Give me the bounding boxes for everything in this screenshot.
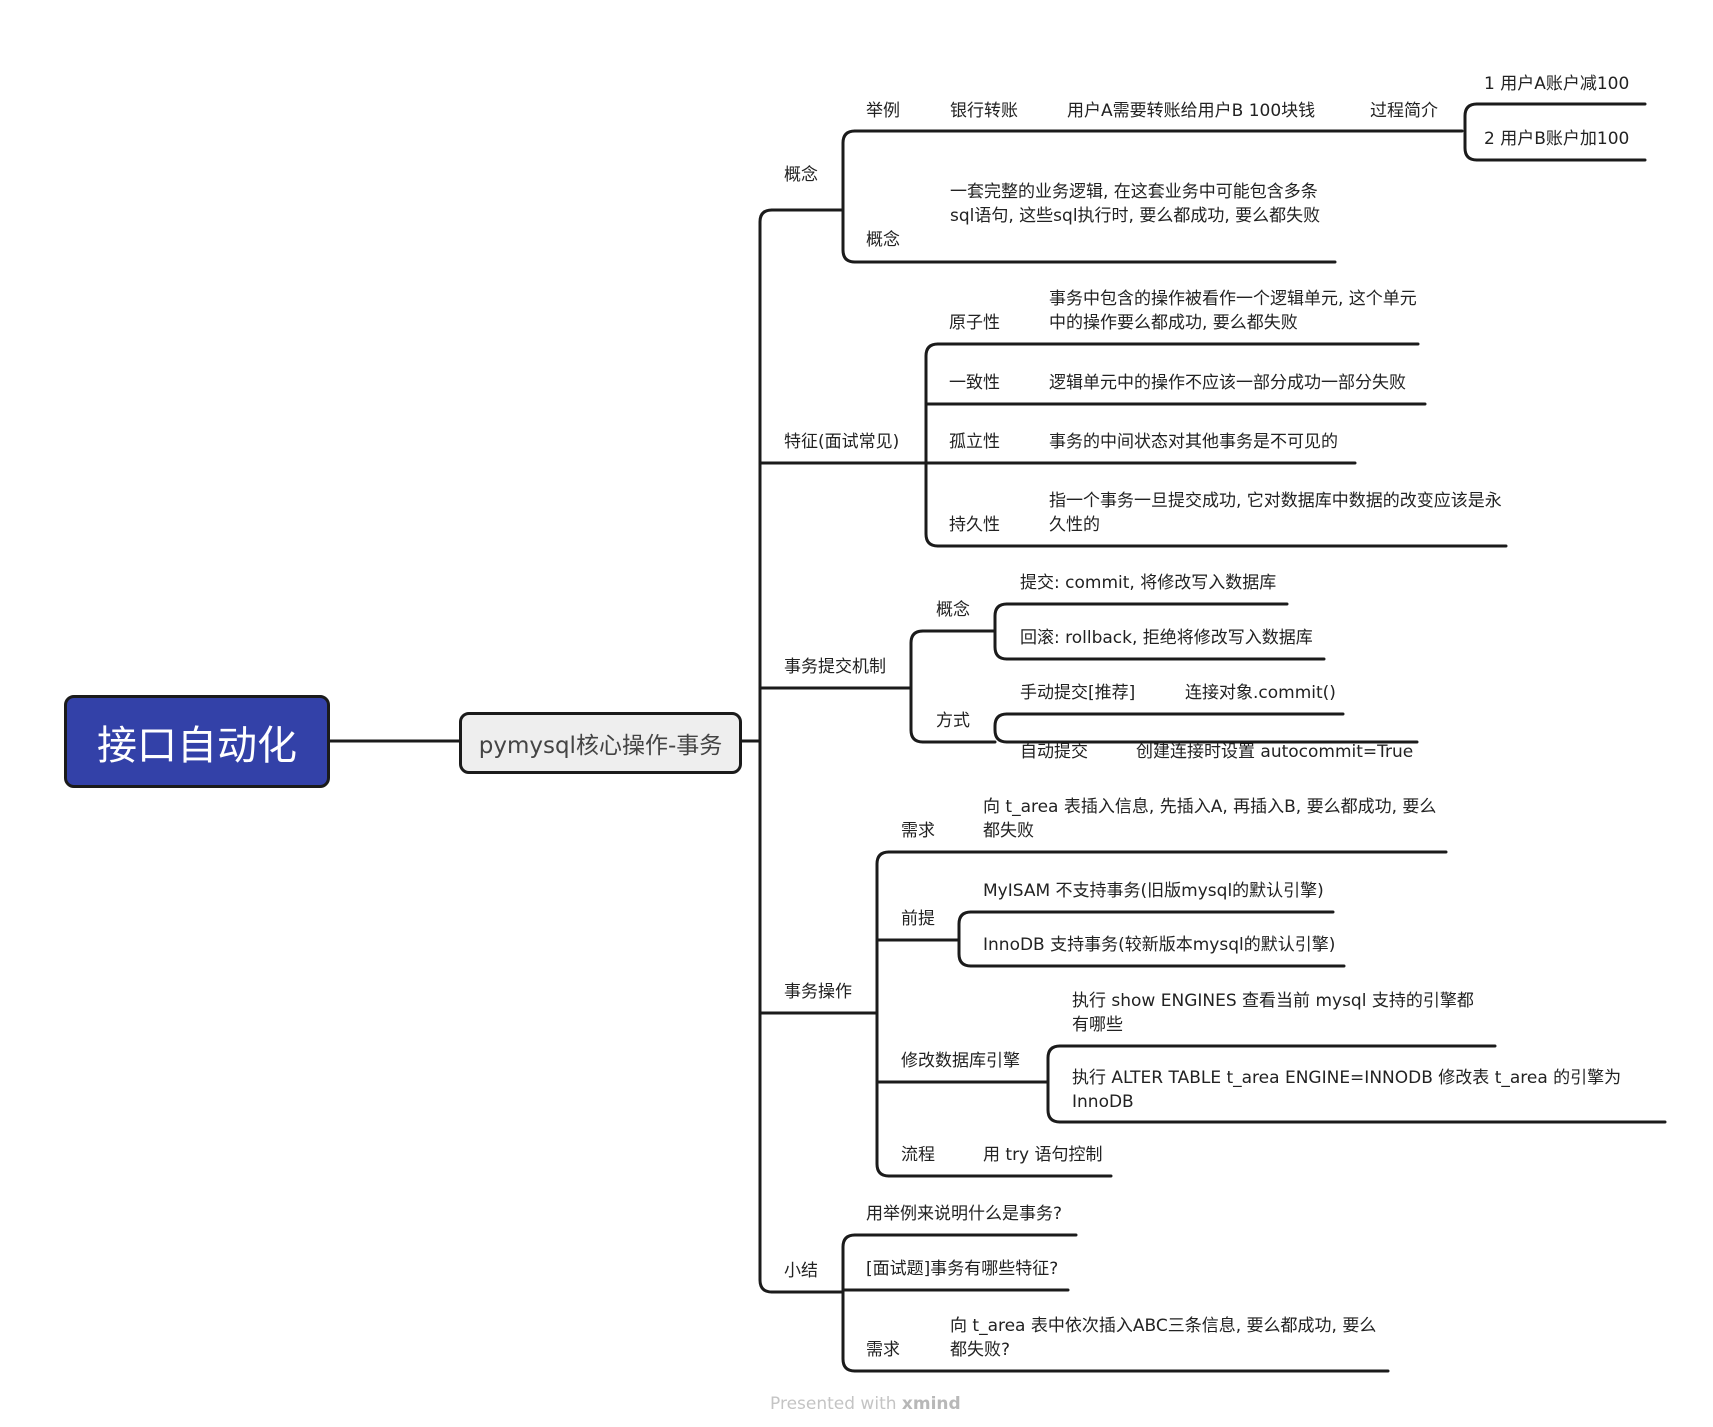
topic-consistency[interactable]: 一致性 (949, 373, 1000, 393)
topic-requirement-text[interactable]: 向 t_area 表插入信息, 先插入A, 再插入B, 要么都成功, 要么都失败 (983, 797, 1437, 841)
xmind-logo-text: xmind (901, 1394, 961, 1414)
topic-transfer-desc[interactable]: 用户A需要转账给用户B 100块钱 (1067, 101, 1316, 121)
footer-watermark: Presented with xmind (770, 1394, 961, 1414)
topic-myisam[interactable]: MyISAM 不支持事务(旧版mysql的默认引擎) (983, 881, 1324, 901)
topic-process-summary[interactable]: 过程简介 (1370, 101, 1438, 121)
topic-innodb[interactable]: InnoDB 支持事务(较新版本mysql的默认引擎) (983, 935, 1336, 955)
topic-atomicity-text[interactable]: 事务中包含的操作被看作一个逻辑单元, 这个单元中的操作要么都成功, 要么都失败 (1049, 289, 1417, 333)
topic-atomicity[interactable]: 原子性 (949, 313, 1000, 333)
topic-bank-transfer[interactable]: 银行转账 (950, 101, 1018, 121)
topic-commit-mode[interactable]: 方式 (936, 711, 970, 731)
main-topic[interactable]: pymysql核心操作-事务 (459, 712, 742, 774)
topic-show-engines[interactable]: 执行 show ENGINES 查看当前 mysql 支持的引擎都有哪些 (1072, 991, 1474, 1035)
topic-concept-definition[interactable]: 概念 (866, 230, 900, 250)
topic-premise[interactable]: 前提 (901, 909, 935, 929)
topic-summary-q1[interactable]: 用举例来说明什么是事务? (866, 1204, 1063, 1224)
topic-flow[interactable]: 流程 (901, 1145, 935, 1165)
topic-manual-commit[interactable]: 手动提交[推荐] (1020, 683, 1136, 703)
topic-alter-engine[interactable]: 执行 ALTER TABLE t_area ENGINE=INNODB 修改表 … (1072, 1068, 1622, 1112)
topic-step-1[interactable]: 1 用户A账户减100 (1484, 74, 1630, 94)
topic-summary-requirement[interactable]: 需求 (866, 1340, 900, 1360)
topic-durability-text[interactable]: 指一个事务一旦提交成功, 它对数据库中数据的改变应该是永久性的 (1049, 491, 1502, 535)
topic-auto-commit-detail[interactable]: 创建连接时设置 autocommit=True (1136, 742, 1414, 762)
topic-concept-definition-text[interactable]: 一套完整的业务逻辑, 在这套业务中可能包含多条sql语句, 这些sql执行时, … (950, 182, 1321, 226)
topic-summary[interactable]: 小结 (784, 1261, 818, 1281)
topic-isolation[interactable]: 孤立性 (949, 432, 1000, 452)
topic-durability[interactable]: 持久性 (949, 515, 1000, 535)
topic-commit-concept[interactable]: 概念 (936, 600, 970, 620)
topic-example[interactable]: 举例 (866, 101, 900, 121)
topic-isolation-text[interactable]: 事务的中间状态对其他事务是不可见的 (1049, 432, 1338, 452)
topic-requirement[interactable]: 需求 (901, 821, 935, 841)
topic-manual-commit-detail[interactable]: 连接对象.commit() (1185, 683, 1336, 703)
topic-change-engine[interactable]: 修改数据库引擎 (901, 1051, 1020, 1071)
topic-auto-commit[interactable]: 自动提交 (1020, 742, 1088, 762)
topic-step-2[interactable]: 2 用户B账户加100 (1484, 129, 1630, 149)
topic-summary-q2[interactable]: [面试题]事务有哪些特征? (866, 1259, 1059, 1279)
footer-presented-text: Presented with (770, 1394, 897, 1414)
topic-concept[interactable]: 概念 (784, 165, 818, 185)
topic-commit[interactable]: 提交: commit, 将修改写入数据库 (1020, 573, 1277, 593)
topic-commit-mechanism[interactable]: 事务提交机制 (784, 657, 886, 677)
topic-consistency-text[interactable]: 逻辑单元中的操作不应该一部分成功一部分失败 (1049, 373, 1406, 393)
root-topic[interactable]: 接口自动化 (64, 695, 330, 788)
topic-features[interactable]: 特征(面试常见) (784, 432, 900, 452)
topic-flow-text[interactable]: 用 try 语句控制 (983, 1145, 1103, 1165)
topic-summary-requirement-text[interactable]: 向 t_area 表中依次插入ABC三条信息, 要么都成功, 要么都失败? (950, 1316, 1377, 1360)
topic-rollback[interactable]: 回滚: rollback, 拒绝将修改写入数据库 (1020, 628, 1313, 648)
topic-operations[interactable]: 事务操作 (784, 982, 852, 1002)
